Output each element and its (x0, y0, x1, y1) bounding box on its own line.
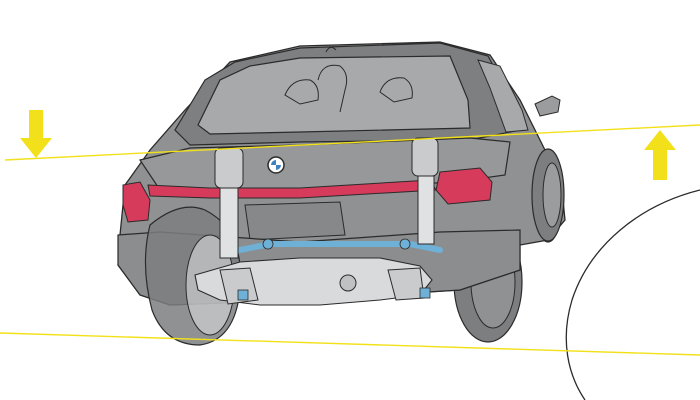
guide-line-upper (4, 124, 700, 161)
down-arrow-icon (20, 110, 52, 158)
road-curve (565, 189, 700, 400)
headrest-right (379, 77, 413, 103)
right-taillight (435, 167, 493, 205)
antenna (325, 46, 337, 53)
side-window (477, 59, 529, 133)
left-taillight (122, 181, 151, 223)
air-spring-right (411, 137, 439, 245)
side-mirror (534, 95, 561, 117)
control-arm-left (219, 267, 259, 305)
up-arrow-icon (644, 130, 676, 180)
right-front-wheel-visible (531, 148, 565, 242)
air-spring-left (214, 147, 244, 259)
stabilizer-bar (227, 241, 443, 255)
rear-window (197, 55, 471, 135)
headrest-left (284, 79, 319, 105)
subframe-mount (339, 274, 357, 292)
bushing-right (419, 287, 431, 299)
guide-line-lower (0, 332, 700, 356)
stabilizer-link-right (399, 238, 411, 250)
driver-silhouette (317, 64, 348, 113)
stabilizer-link-left (262, 238, 274, 250)
license-plate-recess (244, 201, 346, 241)
brand-logo (267, 156, 285, 174)
bushing-left (237, 289, 249, 301)
